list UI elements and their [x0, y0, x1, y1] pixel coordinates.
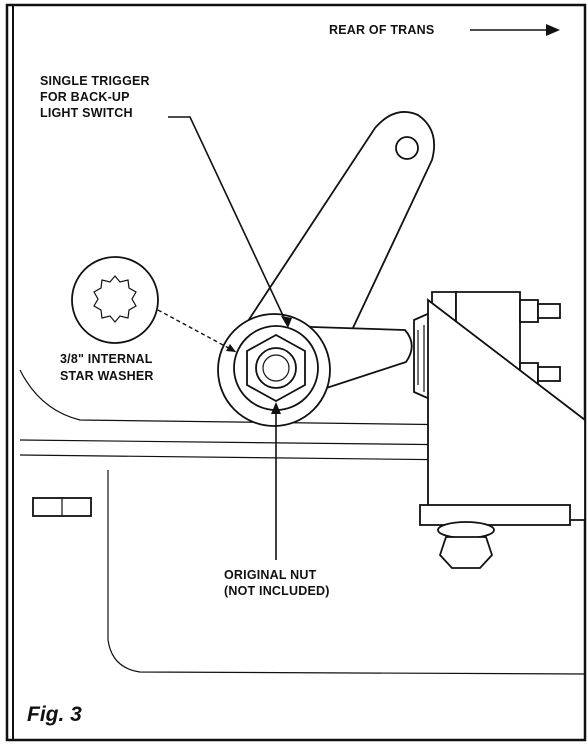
star-washer-teeth	[93, 275, 137, 323]
bracket-edge	[427, 299, 586, 421]
figure-caption: Fig. 3	[27, 703, 82, 726]
lever-hole	[395, 136, 419, 160]
nut-label-line2: (NOT INCLUDED)	[224, 584, 330, 598]
washer-leader-dashed	[157, 309, 237, 353]
shaft-center	[262, 354, 290, 382]
case-flange-lower	[19, 454, 466, 461]
shift-lever-arm	[223, 111, 436, 358]
trigger-leader-line	[168, 116, 287, 323]
lower-washer	[437, 521, 495, 539]
trigger-label-line1: SINGLE TRIGGER	[40, 74, 150, 88]
lower-bracket-plate	[419, 504, 571, 526]
rear-of-trans-label: REAR OF TRANS	[329, 23, 434, 37]
washer-label-line2: STAR WASHER	[60, 369, 154, 383]
outer-border	[5, 3, 587, 742]
case-upper-edge	[19, 369, 471, 426]
terminal-stud-top	[537, 303, 561, 319]
trigger-label-line2: FOR BACK-UP	[40, 90, 130, 104]
star-washer-icon	[71, 256, 159, 344]
right-arrow-icon	[546, 24, 560, 36]
nut-label-line1: ORIGINAL NUT	[224, 568, 317, 582]
oil-pan-outline	[107, 470, 586, 675]
washer-label-line1: 3/8" INTERNAL	[60, 352, 153, 366]
shaft-end	[255, 347, 297, 389]
washer-leader-arrowhead	[226, 344, 236, 352]
trigger-leader-arrowhead	[281, 316, 292, 328]
nut-leader-arrowhead	[271, 402, 281, 414]
lower-bracket-nut	[438, 536, 494, 569]
trigger-label-line3: LIGHT SWITCH	[40, 106, 133, 120]
terminal-stud-bottom	[537, 366, 561, 382]
case-flange	[19, 439, 475, 506]
terminal-nut-top	[519, 299, 539, 323]
